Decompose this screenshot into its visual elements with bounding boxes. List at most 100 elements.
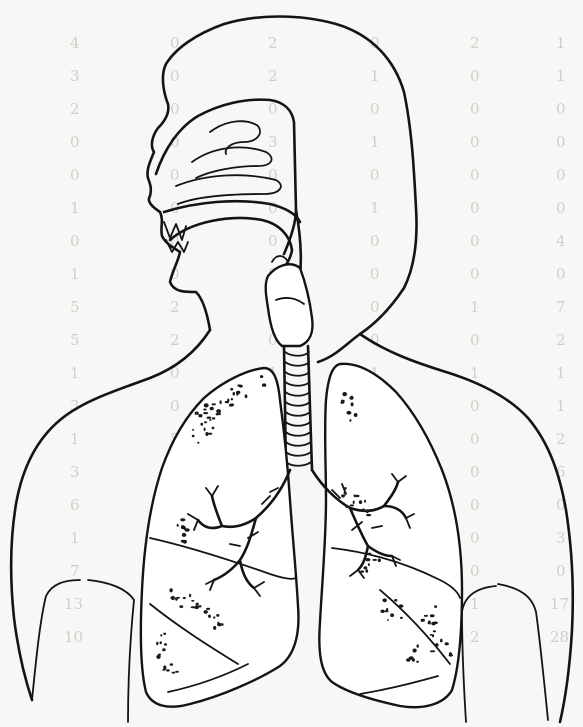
lesion-spot — [196, 603, 199, 606]
lesion-spot — [449, 652, 452, 655]
right-torso-line — [462, 586, 496, 722]
lesion-spot — [163, 633, 166, 635]
lesion-spot — [160, 641, 162, 644]
lesion-spot — [216, 413, 220, 415]
lesion-spot — [162, 669, 165, 671]
lesion-spot — [406, 658, 410, 661]
lesion-spot — [169, 588, 172, 592]
lesion-spot — [344, 487, 346, 490]
lesion-spot — [424, 615, 428, 617]
lesion-spot — [183, 540, 187, 544]
right-lung — [312, 364, 462, 707]
tracheal-ring — [285, 382, 309, 386]
lesion-spot — [413, 649, 417, 653]
lesion-spot — [208, 615, 211, 618]
lesion-spot — [364, 500, 366, 503]
lesion-spot — [428, 622, 431, 624]
lesion-spot — [191, 600, 194, 602]
left-lung-outline — [141, 368, 299, 707]
lesion-spot — [206, 608, 210, 610]
lesion-spot — [381, 610, 385, 613]
lesion-spot — [359, 500, 362, 504]
lesion-spot — [368, 563, 370, 566]
lesion-spot — [262, 383, 266, 386]
lesion-spot — [341, 400, 345, 403]
tracheal-ring — [286, 452, 311, 456]
lesion-spot — [216, 614, 219, 617]
lesion-spot — [170, 663, 174, 666]
lesion-spot — [430, 650, 435, 652]
lesion-spot — [353, 501, 355, 505]
lesion-spot — [433, 630, 436, 632]
lesion-spot — [216, 409, 221, 413]
lesion-spot — [189, 594, 191, 598]
lesion-spot — [351, 402, 354, 406]
larynx-outline — [266, 264, 313, 346]
lesion-spot — [231, 398, 233, 400]
lesion-spot — [383, 598, 387, 602]
epiglottis — [272, 256, 288, 262]
lesion-spot — [366, 510, 369, 514]
lesion-spot — [160, 634, 162, 636]
lesion-spot — [172, 672, 176, 674]
lesion-spot — [435, 643, 439, 647]
lesion-spot — [360, 570, 364, 572]
lesion-spot — [205, 432, 208, 436]
lesion-spot — [197, 442, 199, 444]
lesion-spot — [230, 403, 234, 406]
lesion-spot — [362, 508, 365, 512]
middle-turbinate — [192, 147, 272, 178]
lesion-spot — [440, 639, 443, 643]
tracheal-ring — [285, 402, 310, 406]
lesion-spot — [430, 614, 435, 617]
lesion-spot — [372, 559, 377, 561]
lesion-spot — [364, 566, 368, 569]
tracheal-ring — [285, 362, 309, 366]
lesion-spot — [203, 412, 208, 414]
lesion-spot — [233, 392, 235, 396]
tracheal-ring — [285, 412, 310, 416]
lesion-spot — [158, 654, 161, 656]
lesion-spot — [239, 385, 243, 388]
lesion-spot — [225, 401, 229, 403]
tongue — [170, 218, 292, 250]
lesion-spot — [387, 619, 389, 621]
lesion-spot — [212, 427, 215, 430]
lesion-spot — [204, 403, 209, 407]
lesion-spot — [185, 528, 190, 531]
lesion-spot — [208, 433, 213, 435]
lesion-spot — [212, 417, 215, 419]
lesion-spot — [175, 671, 179, 673]
lesion-spot — [221, 623, 223, 626]
tracheal-ring — [286, 442, 311, 446]
lesion-spot — [220, 400, 222, 404]
lesion-spot — [219, 413, 221, 416]
lesion-spot — [236, 392, 238, 396]
lesion-spot — [195, 412, 199, 415]
lesion-spot — [349, 419, 351, 422]
lesion-spot — [217, 623, 222, 626]
lesion-spot — [341, 494, 345, 496]
tracheal-ring — [285, 392, 309, 396]
lesion-spot — [399, 604, 404, 607]
lesion-spot — [177, 524, 179, 527]
lesion-spot — [355, 495, 360, 497]
lesion-spot — [365, 569, 368, 573]
lesion-spot — [345, 505, 348, 508]
lesion-spot — [346, 411, 351, 415]
lesion-spot — [386, 608, 388, 611]
lesion-spot — [366, 514, 371, 516]
lesion-spot — [166, 669, 170, 671]
lesion-spot — [175, 597, 178, 601]
lesion-spot — [431, 622, 436, 626]
tracheal-ring — [286, 422, 311, 426]
lesion-spot — [368, 553, 372, 555]
lower-turbinate — [176, 175, 281, 204]
larynx — [266, 256, 313, 346]
lesion-spot — [183, 597, 186, 599]
lesion-spot — [245, 394, 248, 398]
lesion-spot — [434, 605, 437, 608]
lesion-spot — [210, 407, 214, 411]
